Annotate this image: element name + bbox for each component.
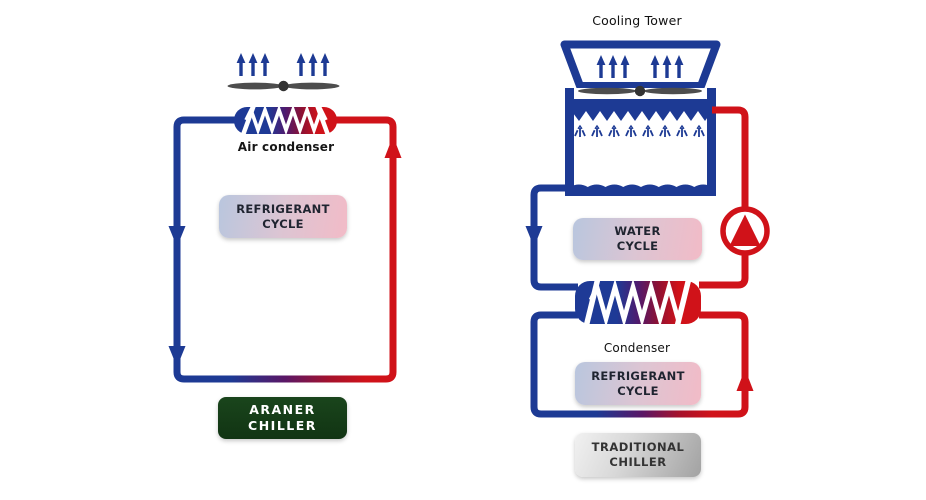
water-pump-icon bbox=[720, 206, 770, 256]
refrigerant-cycle-label-line2: CYCLE bbox=[617, 383, 659, 398]
condenser-caption: Condenser bbox=[603, 341, 671, 355]
refrigerant-loop-left-pipe bbox=[168, 116, 402, 383]
traditional-chiller-diagram bbox=[525, 40, 770, 418]
cooling-tower-caption: Cooling Tower bbox=[592, 13, 682, 28]
traditional-chiller-label-line1: TRADITIONAL bbox=[591, 440, 685, 455]
fan-airflow-arrows-left-icon bbox=[234, 51, 332, 78]
araner-chiller-box: ARANER CHILLER bbox=[218, 397, 347, 439]
water-cycle-box: WATER CYCLE bbox=[573, 218, 702, 260]
water-cycle-label-line2: CYCLE bbox=[616, 239, 659, 253]
refrigerant-cycle-box-right: REFRIGERANT CYCLE bbox=[575, 362, 701, 405]
flow-down-arrow-icon bbox=[168, 346, 186, 367]
traditional-chiller-label-line2: CHILLER bbox=[609, 455, 667, 469]
water-loop-pipe bbox=[525, 106, 770, 291]
flow-down-arrow-icon bbox=[168, 226, 186, 247]
spray-header-icon bbox=[570, 99, 712, 121]
flow-up-arrow-icon bbox=[736, 369, 754, 391]
cooling-tower-icon bbox=[560, 40, 721, 196]
water-cycle-label-line1: WATER bbox=[614, 224, 661, 239]
araner-chiller-label-line1: ARANER bbox=[249, 401, 316, 417]
flow-up-arrow-icon bbox=[384, 136, 402, 158]
refrigerant-cycle-box-left: REFRIGERANT CYCLE bbox=[219, 195, 347, 238]
refrigerant-cycle-label-line1: REFRIGERANT bbox=[591, 368, 685, 383]
araner-chiller-label-line2: CHILLER bbox=[248, 418, 317, 433]
air-condenser-coil-icon bbox=[234, 104, 337, 136]
flow-down-arrow-icon bbox=[525, 226, 543, 247]
araner-chiller-diagram bbox=[168, 51, 402, 383]
water-basin-icon bbox=[570, 184, 712, 194]
refrigerant-loop-right-pipe bbox=[530, 311, 754, 418]
air-condenser-caption: Air condenser bbox=[237, 140, 335, 154]
fan-propeller-left-icon bbox=[227, 80, 340, 92]
traditional-chiller-box: TRADITIONAL CHILLER bbox=[575, 433, 701, 477]
condenser-coil-icon bbox=[575, 277, 701, 328]
refrigerant-cycle-label-line2: CYCLE bbox=[262, 216, 304, 231]
fan-propeller-right-icon bbox=[578, 85, 702, 97]
refrigerant-cycle-label-line1: REFRIGERANT bbox=[236, 201, 330, 216]
